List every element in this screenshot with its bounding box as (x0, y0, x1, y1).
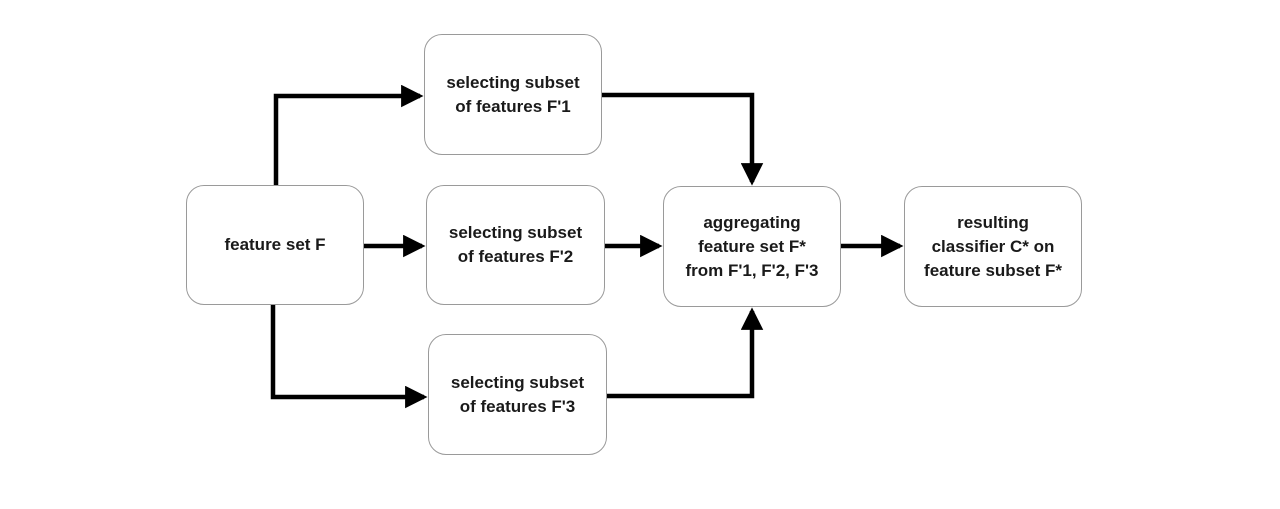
feature-set-node: feature set F (186, 185, 364, 305)
select-subset-2-label: selecting subset of features F'2 (448, 223, 583, 266)
select-subset-1-node: selecting subset of features F'1 (424, 34, 602, 155)
select-subset-1-label: selecting subset of features F'1 (446, 72, 580, 116)
aggregate-feature-set-node: aggregating feature set F* from F'1, F'2… (663, 186, 841, 307)
resulting-classifier-label: resulting classifier C* on feature subse… (924, 212, 1062, 280)
arrow-subset-1-to-aggregate (602, 92, 764, 186)
select-subset-2-node: selecting subset of features F'2 (426, 185, 605, 305)
select-subset-3-label: selecting subset of features F'3 (450, 372, 585, 416)
arrow-feature-set-to-subset-1 (273, 84, 424, 185)
arrow-subset-3-to-aggregate (607, 307, 764, 399)
feature-set-label: feature set F (224, 235, 326, 254)
aggregate-feature-set-label: aggregating feature set F* from F'1, F'2… (685, 212, 819, 280)
arrow-feature-set-to-subset-3 (270, 305, 428, 409)
select-subset-3-node: selecting subset of features F'3 (428, 334, 607, 455)
resulting-classifier-node: resulting classifier C* on feature subse… (904, 186, 1082, 307)
